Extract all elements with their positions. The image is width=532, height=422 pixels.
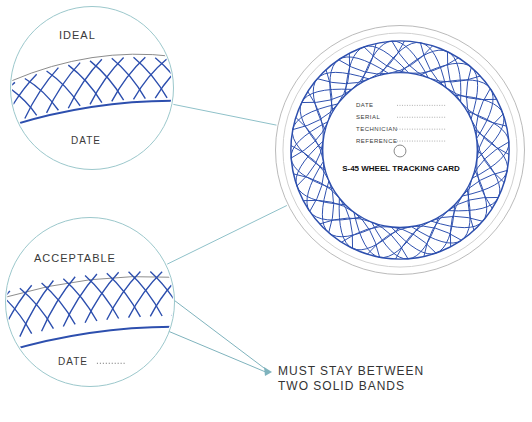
zoom-circle: ACCEPTABLE DATE	[5, 217, 175, 387]
fill-line	[397, 117, 447, 118]
lattice-stroke	[172, 272, 174, 315]
leader-connector	[167, 205, 287, 264]
lattice-stroke	[150, 272, 174, 316]
lattice-stroke	[47, 71, 81, 106]
leader-line	[156, 326, 268, 373]
date-label: DATE	[58, 356, 88, 367]
fill-line	[397, 141, 447, 142]
card-rim	[283, 33, 517, 267]
lattice-stroke	[339, 46, 433, 74]
lattice-stroke	[155, 59, 173, 98]
lattice-stroke	[150, 272, 174, 316]
field-label: DATE	[356, 102, 374, 108]
field-label: TECHNICIAN	[356, 126, 398, 132]
lattice-stroke	[6, 291, 10, 341]
solid-band	[291, 41, 509, 259]
band-detail	[6, 272, 174, 352]
lattice-stroke	[172, 272, 174, 316]
date-label: DATE	[71, 135, 101, 146]
lattice-stroke	[25, 78, 59, 110]
leader-connector	[173, 104, 276, 125]
card-drawing	[276, 26, 524, 274]
lattice-stroke	[6, 292, 10, 339]
lattice-stroke	[68, 65, 102, 102]
tracking-card: DATE SERIAL TECHNICIAN REFERENCE S-45 WHEEL …	[275, 25, 525, 275]
fill-line	[397, 129, 447, 130]
lattice-stroke	[155, 58, 173, 98]
lattice-stroke	[296, 117, 324, 211]
zoom-heading: IDEAL	[59, 29, 96, 41]
lattice-stroke	[20, 288, 54, 328]
band-zoom	[6, 218, 174, 386]
lattice-stroke	[133, 59, 167, 100]
solid-band	[323, 73, 478, 228]
lattice-stroke	[11, 74, 37, 122]
arrow-head	[264, 367, 272, 376]
lattice-stroke	[6, 285, 32, 340]
lattice-stroke	[6, 292, 32, 333]
card-title: S-45 WHEEL TRACKING CARD	[276, 164, 526, 173]
lattice-stroke	[42, 283, 76, 324]
field-label: SERIAL	[356, 114, 380, 120]
zoom-circle: IDEAL DATE	[10, 6, 174, 170]
lattice-stroke	[63, 279, 97, 321]
lattice-stroke	[367, 226, 461, 254]
solid-band	[6, 327, 174, 352]
fill-line	[397, 105, 447, 106]
zoom-heading: ACCEPTABLE	[34, 252, 116, 264]
center-hole	[394, 145, 406, 157]
band-detail	[11, 54, 173, 125]
field-label: REFERENCE	[356, 138, 398, 144]
fill-line	[97, 363, 127, 364]
lattice-stroke	[476, 89, 504, 183]
note-label: MUST STAY BETWEEN TWO SOLID BANDS	[278, 364, 453, 394]
